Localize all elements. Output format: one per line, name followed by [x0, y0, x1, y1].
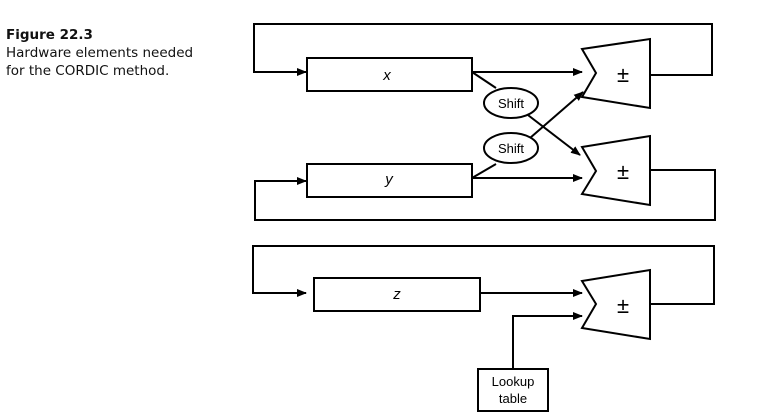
z-register-label: z — [392, 286, 401, 303]
lookup-table-box — [477, 368, 549, 412]
figure-number: Figure 22.3 — [6, 27, 93, 43]
shift-oval-lower — [483, 132, 539, 164]
shift-label-lower: Shift — [498, 141, 524, 156]
z-adder — [580, 268, 651, 341]
y-shift-wire-out — [529, 91, 584, 139]
y-adder-label: ± — [617, 159, 629, 184]
x-shift-wire-out — [523, 111, 581, 156]
lookup-table-label-line1: Lookup — [492, 374, 535, 389]
x-adder-label: ± — [617, 62, 629, 87]
x-adder — [580, 37, 651, 110]
lookup-table-label-line2: table — [499, 391, 527, 406]
x-register-label: x — [382, 67, 391, 84]
lookup-to-adder-wire — [512, 312, 583, 368]
z-adder-label: ± — [617, 293, 629, 318]
x-feedback-wire — [253, 23, 713, 76]
y-feedback-wire — [254, 169, 716, 221]
shift-label-upper: Shift — [498, 96, 524, 111]
z-register — [313, 277, 481, 312]
x-register — [306, 57, 473, 92]
y-register — [306, 163, 473, 198]
figure-caption: Figure 22.3 Hardware elements needed for… — [6, 26, 206, 80]
z-feedback-wire — [252, 245, 715, 305]
shift-oval-upper — [483, 87, 539, 119]
y-register-label: y — [384, 171, 394, 188]
y-adder — [580, 134, 651, 207]
figure-caption-text: Hardware elements needed for the CORDIC … — [6, 45, 194, 79]
x-shift-wire-in — [471, 71, 497, 89]
y-shift-wire-in — [471, 163, 497, 179]
